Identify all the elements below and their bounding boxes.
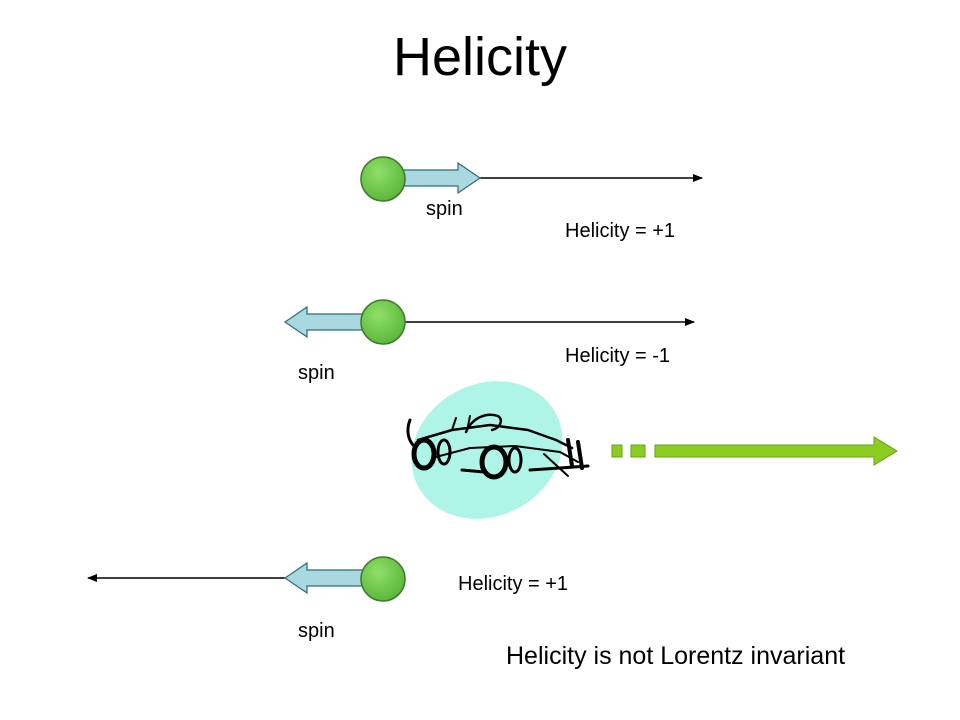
- race-car-observer: [406, 381, 590, 519]
- conclusion-text: Helicity is not Lorentz invariant: [506, 642, 846, 670]
- slide-title: Helicity: [392, 27, 568, 87]
- row-2-graphic: [283, 299, 695, 345]
- spin-label-1: spin: [426, 198, 463, 220]
- spin-arrow-icon: [283, 305, 371, 339]
- helicity-label-3: Helicity = +1: [458, 573, 569, 595]
- row-3-graphic: [87, 556, 406, 602]
- boost-arrow-icon: [611, 436, 898, 466]
- race-car-icon: [406, 413, 590, 480]
- helicity-label-1: Helicity = +1: [565, 220, 676, 242]
- spin-arrow-icon: [394, 161, 482, 195]
- helicity-label-2: Helicity = -1: [565, 345, 671, 367]
- particle-ball-icon: [360, 156, 406, 202]
- spin-arrow-icon: [283, 561, 371, 595]
- particle-ball-icon: [360, 556, 406, 602]
- spin-label-2: spin: [298, 362, 335, 384]
- row-1-graphic: [360, 156, 703, 202]
- particle-ball-icon: [360, 299, 406, 345]
- spin-label-3: spin: [298, 620, 335, 642]
